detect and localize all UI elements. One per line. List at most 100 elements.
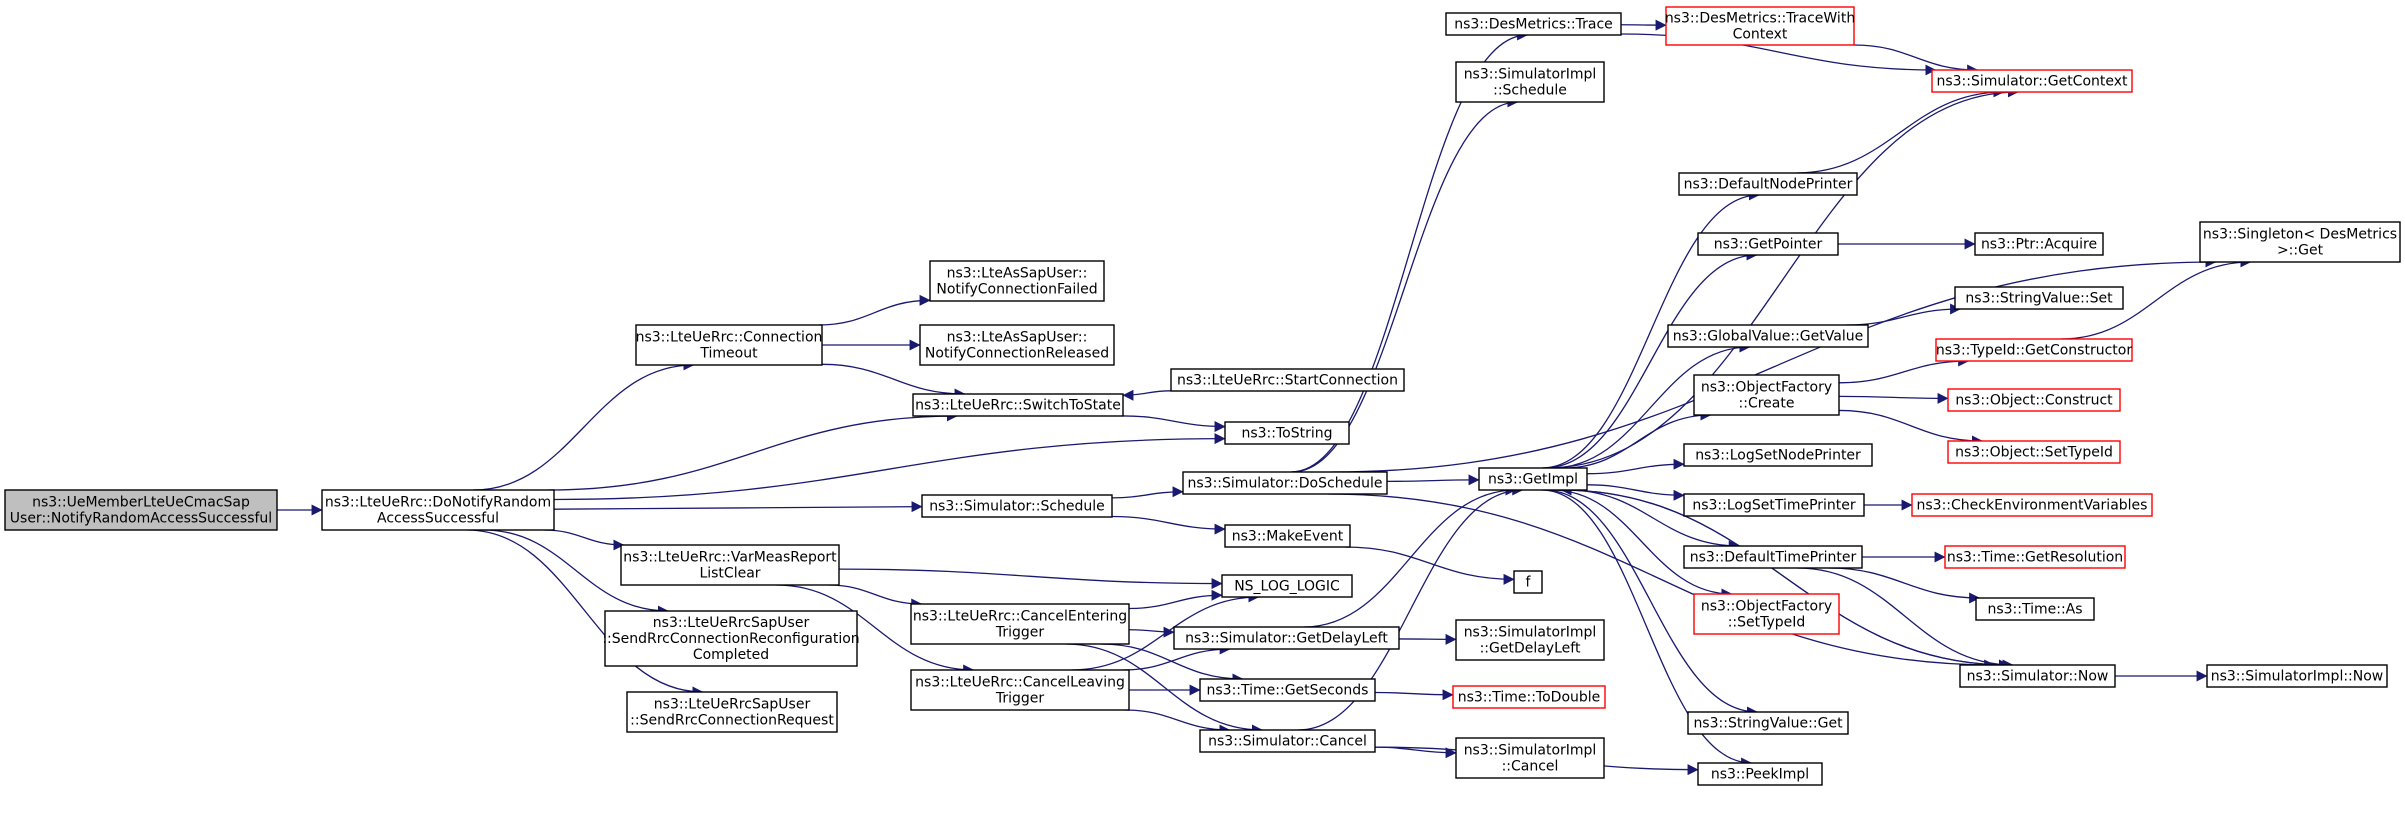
node-label: ns3::Time::GetResolution (1947, 549, 2123, 565)
node-getres[interactable]: ns3::Time::GetResolution (1944, 545, 2126, 569)
edge-path (544, 529, 625, 551)
node-simnow[interactable]: ns3::Simulator::Now (1959, 664, 2116, 688)
node-box (1173, 626, 1400, 650)
node-box (1683, 545, 1863, 569)
node-box (1667, 324, 1869, 348)
node-destrace[interactable]: ns3::DesMetrics::Trace (1445, 12, 1622, 36)
node-sigetdelay[interactable]: ns3::SimulatorImpl::GetDelayLeft (1455, 619, 1605, 661)
node-ptracquire[interactable]: ns3::Ptr::Acquire (1974, 232, 2104, 256)
node-box (2206, 664, 2388, 688)
node-deftimeprinter[interactable]: ns3::DefaultTimePrinter (1683, 545, 1863, 569)
node-tostring[interactable]: ns3::ToString (1224, 421, 1350, 445)
node-nslog[interactable]: NS_LOG_LOGIC (1221, 574, 1353, 598)
edge-getimpl-to-logsettime (1586, 484, 1685, 501)
node-timeas[interactable]: ns3::Time::As (1975, 597, 2095, 621)
edge-path (1563, 409, 1712, 469)
edge-cancelenter-to-simcancel (1065, 643, 1263, 736)
node-sinow[interactable]: ns3::SimulatorImpl::Now (2206, 664, 2388, 688)
edge-dosched-to-getimpl (1386, 474, 1480, 486)
edge-varmeas-to-nslog (838, 568, 1223, 590)
node-checkenv[interactable]: ns3::CheckEnvironmentVariables (1911, 493, 2153, 517)
node-typeidgetctor[interactable]: ns3::TypeId::GetConstructor (1935, 338, 2133, 362)
node-f[interactable]: f (1513, 570, 1543, 594)
node-label: ns3::ObjectFactory (1701, 379, 1832, 395)
node-getpointer[interactable]: ns3::GetPointer (1697, 232, 1839, 256)
node-sischedule[interactable]: ns3::SimulatorImpl::Schedule (1455, 61, 1605, 103)
edge-dnras-to-conntimeout (473, 359, 695, 491)
node-sicancel[interactable]: ns3::SimulatorImpl::Cancel (1455, 737, 1605, 779)
node-box (1683, 443, 1873, 467)
node-ncf[interactable]: ns3::LteAsSapUser::NotifyConnectionFaile… (929, 260, 1105, 302)
edge-path (1566, 489, 1740, 552)
node-box (1455, 61, 1605, 103)
node-box (1975, 597, 2095, 621)
node-svset[interactable]: ns3::StringValue::Set (1954, 286, 2124, 310)
node-label: ns3::LteUeRrc::Connection (636, 329, 823, 345)
node-sendreq[interactable]: ns3::LteUeRrcSapUser::SendRrcConnectionR… (626, 691, 838, 733)
edge-dnras-to-sendreq (467, 529, 704, 698)
node-box (1478, 467, 1588, 491)
node-label: ns3::Object::Construct (1955, 392, 2113, 408)
node-getseconds[interactable]: ns3::Time::GetSeconds (1199, 678, 1376, 702)
node-label: ns3::LteUeRrc::VarMeasReport (623, 549, 837, 565)
node-label: ns3::SimulatorImpl (1464, 742, 1597, 758)
node-label: ns3::ObjectFactory (1701, 598, 1832, 614)
node-getcontext[interactable]: ns3::Simulator::GetContext (1931, 69, 2133, 93)
node-box (1455, 619, 1605, 661)
node-label: ns3::Singleton< DesMetrics (2203, 226, 2397, 242)
node-label: ns3::LteAsSapUser:: (947, 265, 1088, 281)
node-label: ::SendRrcConnectionReconfiguration (602, 631, 859, 647)
node-defnodeprinter[interactable]: ns3::DefaultNodePrinter (1678, 172, 1858, 196)
node-singleton[interactable]: ns3::Singleton< DesMetrics >::Get (2199, 221, 2401, 263)
node-label: NotifyConnectionFailed (936, 281, 1097, 297)
node-label: NotifyConnectionReleased (925, 345, 1109, 361)
node-svget[interactable]: ns3::StringValue::Get (1687, 711, 1849, 735)
node-gvgetvalue[interactable]: ns3::GlobalValue::GetValue (1667, 324, 1869, 348)
node-switch[interactable]: ns3::LteUeRrc::SwitchToState (912, 393, 1124, 417)
edge-dosched-to-sischedule (1291, 96, 1519, 473)
node-sendreconf[interactable]: ns3::LteUeRrcSapUser::SendRrcConnectionR… (602, 610, 860, 667)
node-box (635, 324, 823, 366)
edge-getimpl-to-peekimpl (1541, 489, 1753, 769)
node-dosched[interactable]: ns3::Simulator::DoSchedule (1182, 471, 1388, 495)
node-box (1944, 545, 2126, 569)
node-peekimpl[interactable]: ns3::PeekImpl (1697, 762, 1823, 786)
node-logsettime[interactable]: ns3::LogSetTimePrinter (1683, 493, 1865, 517)
edge-path (1560, 484, 2010, 666)
node-label: ns3::PeekImpl (1711, 766, 1809, 782)
node-simsched[interactable]: ns3::Simulator::Schedule (921, 494, 1113, 518)
node-todouble[interactable]: ns3::Time::ToDouble (1452, 685, 1606, 709)
node-getimpl[interactable]: ns3::GetImpl (1478, 467, 1588, 491)
edge-path (1128, 626, 1175, 638)
edge-path (1303, 484, 1517, 628)
edge-ofcreate-to-objconstruct (1838, 392, 1949, 404)
edge-path (1853, 44, 1979, 76)
node-ofcreate[interactable]: ns3::ObjectFactory::Create (1693, 374, 1840, 416)
node-box (1911, 493, 2153, 517)
node-simcancel[interactable]: ns3::Simulator::Cancel (1199, 729, 1376, 753)
node-ofsettypeid[interactable]: ns3::ObjectFactory::SetTypeId (1693, 593, 1840, 635)
node-getdelayleft[interactable]: ns3::Simulator::GetDelayLeft (1173, 626, 1400, 650)
node-objconstruct[interactable]: ns3::Object::Construct (1947, 388, 2121, 412)
node-objsettypeid[interactable]: ns3::Object::SetTypeId (1947, 440, 2121, 464)
node-box (626, 691, 838, 733)
node-label: ns3::Time::ToDouble (1458, 689, 1601, 705)
node-label: ns3::Simulator::Cancel (1208, 733, 1367, 749)
node-box (1959, 664, 2116, 688)
edge-path (1838, 355, 1970, 384)
edge-path (1541, 489, 1753, 769)
node-logsetnode[interactable]: ns3::LogSetNodePrinter (1683, 443, 1873, 467)
node-makeevent[interactable]: ns3::MakeEvent (1224, 524, 1351, 548)
edge-dosched-to-singleton (1331, 256, 2217, 473)
node-root[interactable]: ns3::UeMemberLteUeCmacSapUser::NotifyRan… (4, 489, 278, 531)
edge-getimpl-to-svget (1543, 489, 1758, 718)
node-dnras[interactable]: ns3::LteUeRrc::DoNotifyRandomAccessSucce… (321, 489, 555, 531)
node-startconn[interactable]: ns3::LteUeRrc::StartConnection (1170, 368, 1405, 392)
node-ncr[interactable]: ns3::LteAsSapUser::NotifyConnectionRelea… (919, 324, 1115, 366)
